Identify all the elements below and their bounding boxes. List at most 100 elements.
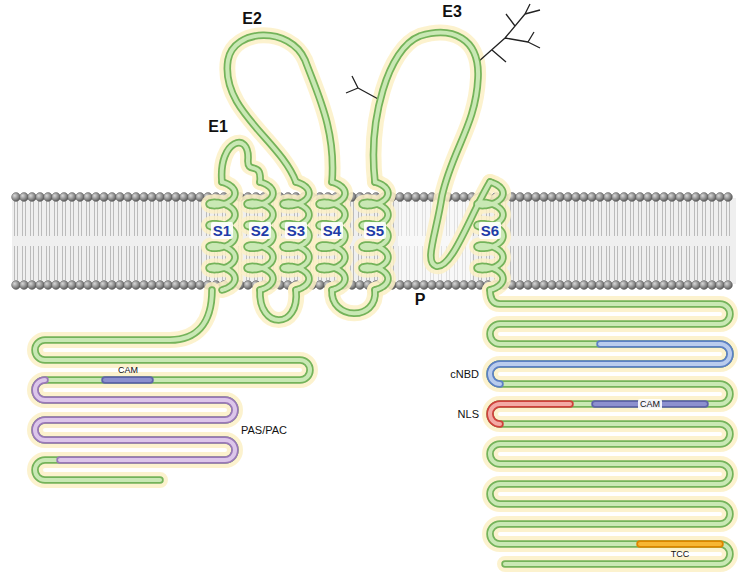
lipid-tail [25,246,26,280]
protein-chain-outline [490,290,730,564]
lipid-tail [721,246,722,280]
lipid-tail [561,246,562,280]
lipid-tail [174,246,175,280]
lipid-tail [169,246,170,280]
lipid-tail [198,201,199,236]
lipid-head [692,281,701,290]
lipid-head [636,281,645,290]
lipid-tail [529,201,530,236]
lipid-tail [86,201,87,236]
lipid-head [452,281,461,290]
lipid-tail [97,201,98,236]
helix-label: S1 [211,222,233,239]
lipid-tail [646,201,647,236]
lipid-tail [73,201,74,236]
protein-chain-outline [222,143,261,182]
lipid-tail [681,246,682,280]
lipid-tail [593,246,594,280]
protein-chain-outline [209,182,235,290]
lipid-tail [105,201,106,236]
lipid-tail [190,201,191,236]
lipid-head [468,281,477,290]
lipid-tail [537,246,538,280]
lipid-tail [726,246,727,280]
lipid-tail [158,246,159,280]
lipid-tail [545,246,546,280]
lipid-head [28,281,37,290]
lipid-head [652,193,661,202]
protein-chain-fill [490,290,730,564]
lipid-tail [558,201,559,236]
protein-chain-outline [319,182,345,290]
lipid-tail [17,201,18,236]
lipid-head [444,281,453,290]
lipid-head [132,281,141,290]
lipid-head [148,281,157,290]
lipid-tail [153,246,154,280]
lipid-head [676,193,685,202]
lipid-tail [89,201,90,236]
lipid-head [180,193,189,202]
lipid-tail [697,201,698,236]
lipid-tail [694,246,695,280]
protein-chain-fill [374,33,490,267]
lipid-head [564,193,573,202]
lipid-tail [201,246,202,280]
lipid-head [628,193,637,202]
lipid-tail [625,201,626,236]
lipid-tail [582,246,583,280]
lipid-head [60,193,69,202]
lipid-tail [513,201,514,236]
domain-label: TCC [671,550,690,559]
lipid-tail [62,201,63,236]
protein-chain-fill [222,143,261,182]
lipid-head [404,281,413,290]
lipid-tail [166,201,167,236]
lipid-tail [729,246,730,280]
helix-label: S5 [364,222,386,239]
protein-chain-fill [35,290,310,480]
lipid-tail [545,201,546,236]
lipid-head [132,193,141,202]
lipid-head [396,193,405,202]
lipid-tail [702,246,703,280]
lipid-head [172,281,181,290]
chain-glow [283,182,309,290]
lipid-head [596,193,605,202]
lipid-tail [702,201,703,236]
protein-chain-fill [283,182,309,290]
chain-glow [247,182,273,290]
lipid-head [636,193,645,202]
lipid-head [604,281,613,290]
lipid-tail [174,201,175,236]
lipid-tail [54,246,55,280]
lipid-tail [574,201,575,236]
lipid-tail [582,201,583,236]
lipid-tail [113,246,114,280]
lipid-tail [598,201,599,236]
lipid-head [708,193,717,202]
lipid-head [420,193,429,202]
lipid-head [516,193,525,202]
chain-glow [362,182,388,290]
lipid-head [580,193,589,202]
lipid-tail [81,246,82,280]
lipid-head [12,281,21,290]
lipid-head [108,281,117,290]
lipid-tail [166,246,167,280]
lipid-head [644,281,653,290]
lipid-tail [142,201,143,236]
lipid-tail [353,201,354,236]
lipid-tail [185,246,186,280]
lipid-tail [606,201,607,236]
lipid-tail [94,246,95,280]
lipid-tail [38,246,39,280]
lipid-tail [25,201,26,236]
lipid-tail [710,201,711,236]
lipid-tail [113,201,114,236]
lipid-head [52,193,61,202]
lipid-head [652,281,661,290]
chain-glow [35,290,310,480]
lipid-tail [73,246,74,280]
lipid-head [164,193,173,202]
